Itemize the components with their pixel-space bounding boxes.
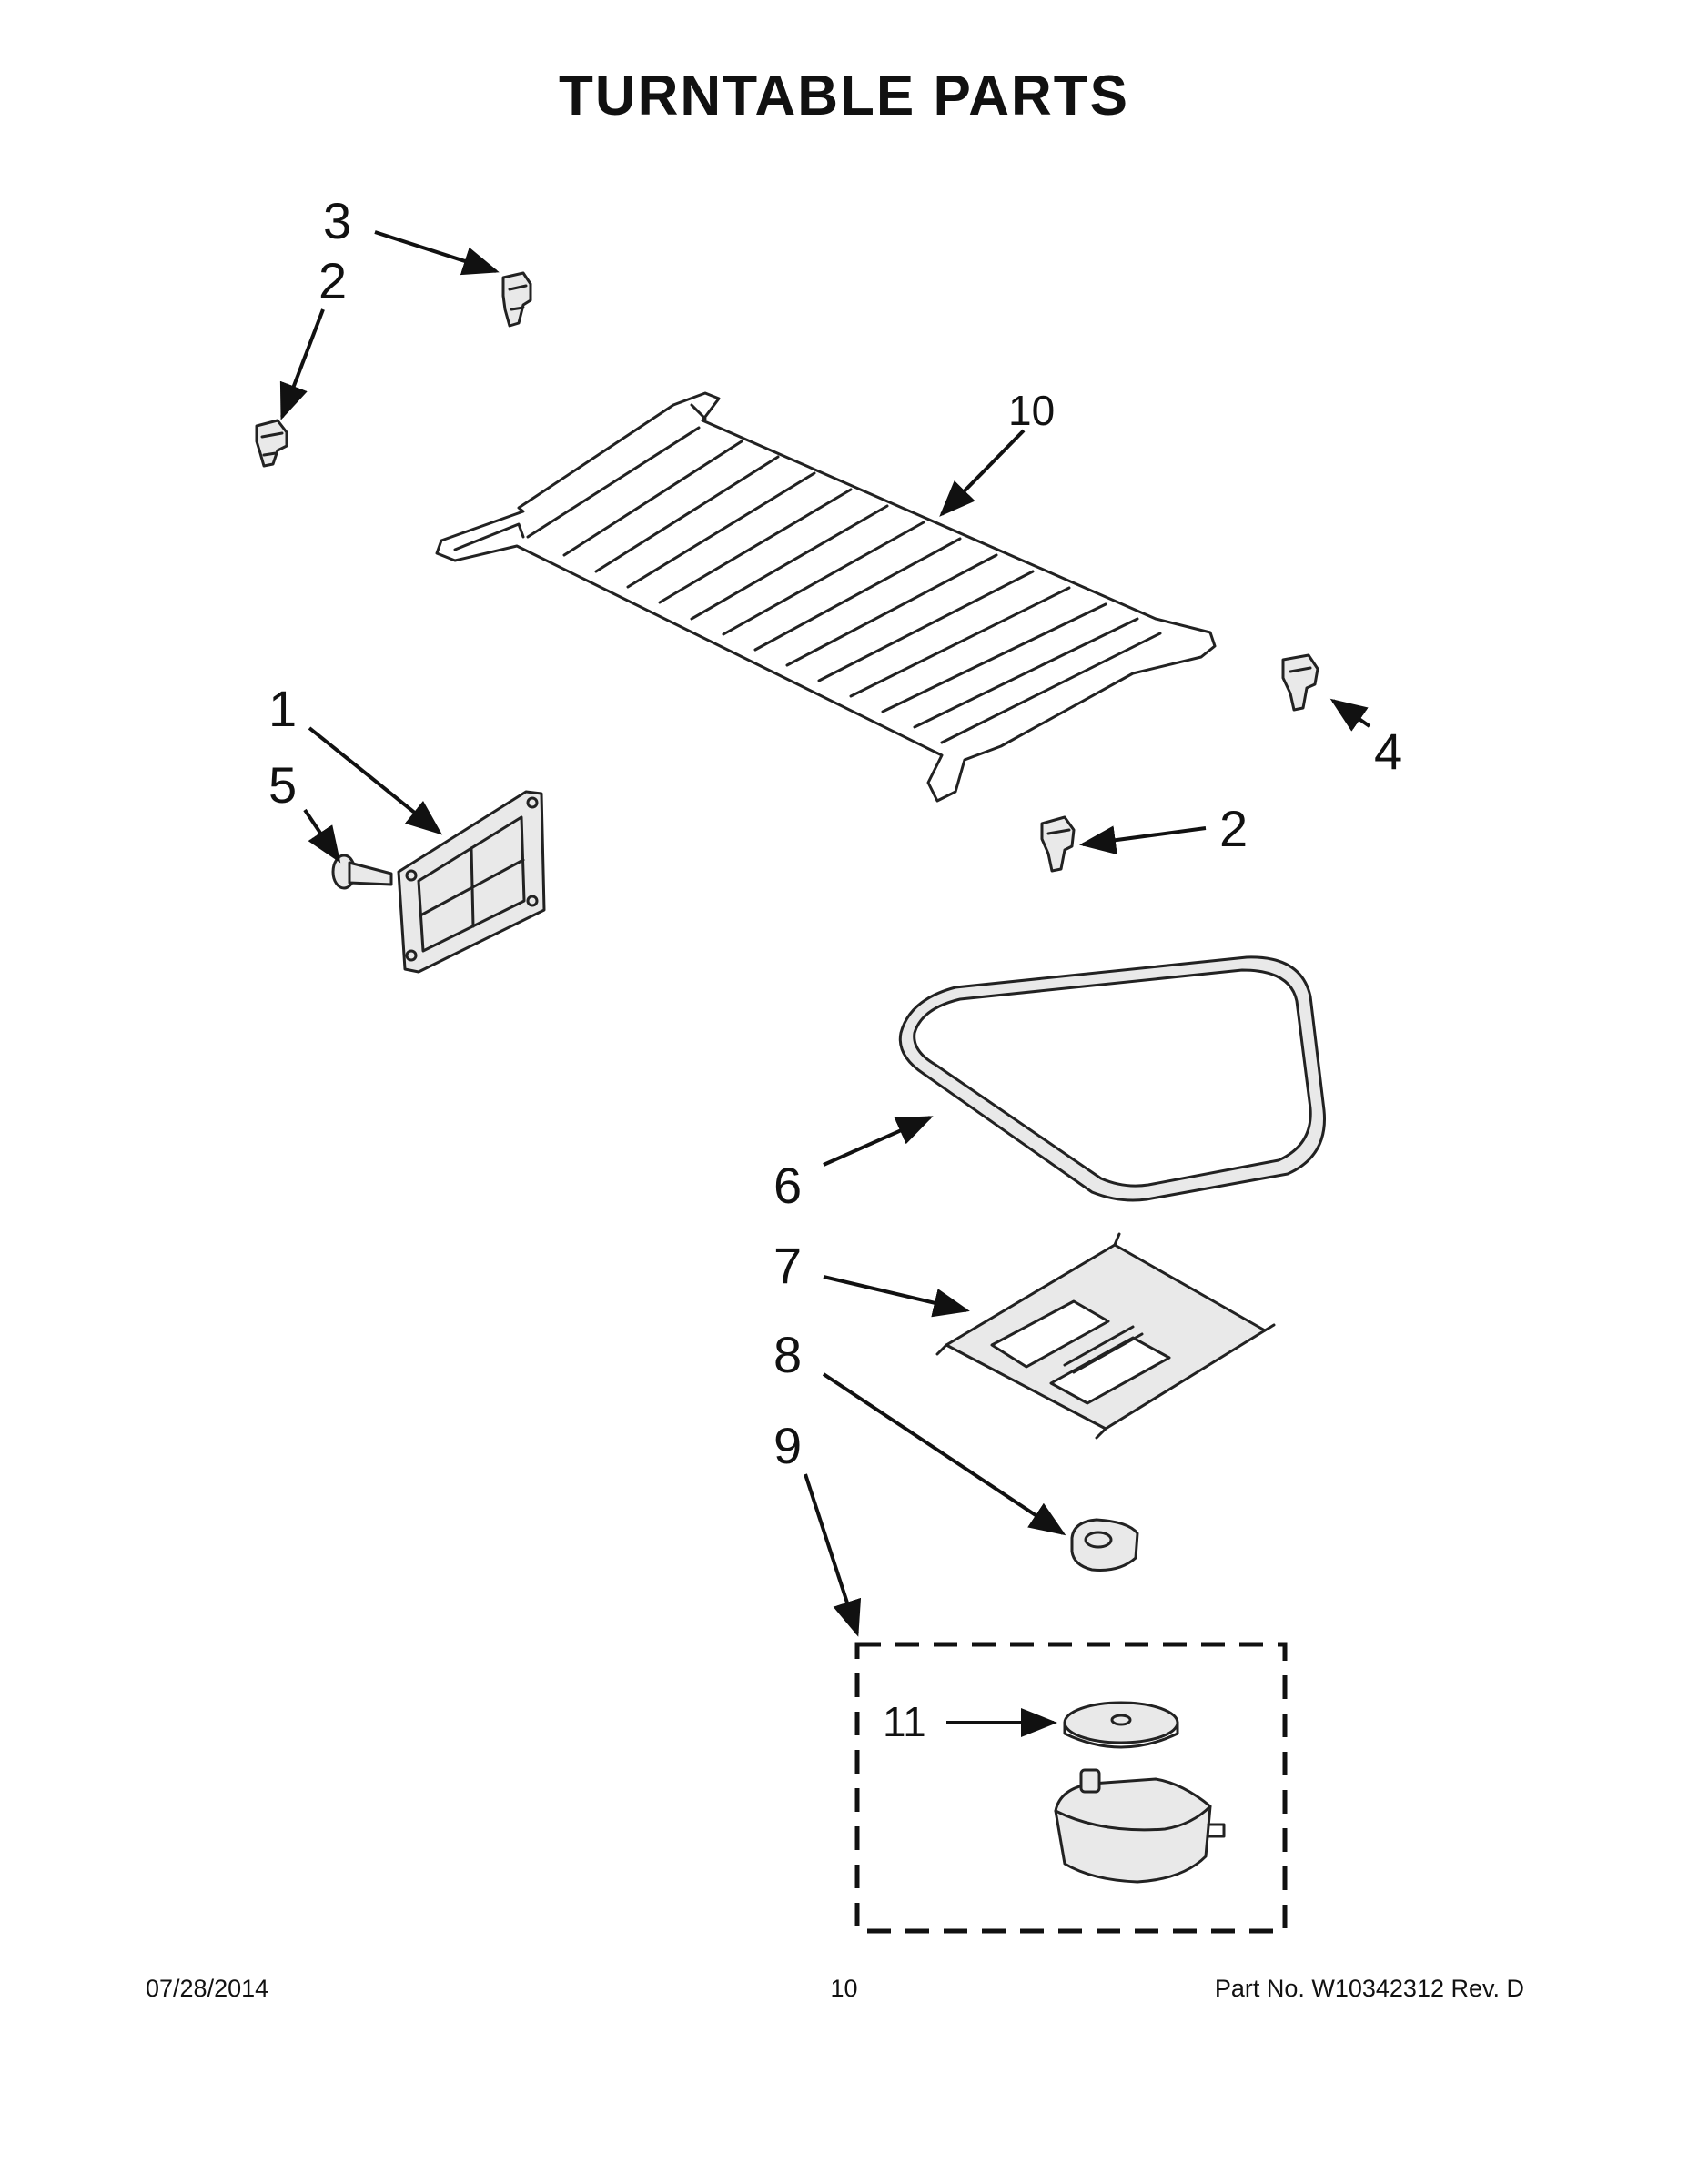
footer-date: 07/28/2014 (146, 1975, 269, 2002)
turntable-tray-part-6 (898, 956, 1326, 1202)
clip-part-3 (501, 271, 532, 328)
oven-rack-part-10 (435, 391, 1217, 803)
coupler-part-8 (1070, 1518, 1139, 1572)
callout-9: 9 (773, 1417, 802, 1474)
motor-coupler-part-11 (1063, 1701, 1179, 1749)
callout-8: 8 (773, 1326, 802, 1383)
callout-5: 5 (268, 756, 297, 814)
clip-part-2-lower (1040, 815, 1076, 873)
callout-3: 3 (323, 192, 351, 249)
turntable-support-part-7 (935, 1232, 1276, 1440)
callout-11: 11 (883, 1698, 926, 1745)
callout-10: 10 (1008, 387, 1055, 434)
callout-2-upper: 2 (318, 252, 347, 309)
rack-wires (526, 426, 1162, 744)
vent-grille-part-1 (397, 790, 546, 974)
screw-part-5 (331, 854, 393, 890)
motor-kit-box-part-9 (854, 1642, 1288, 1934)
callout-6: 6 (773, 1157, 802, 1214)
clip-part-2-upper (255, 419, 288, 468)
callout-1: 1 (268, 680, 297, 737)
footer-part-number: Part No. W10342312 Rev. D (1214, 1975, 1524, 2002)
leader-lines (279, 230, 1371, 1737)
turntable-motor (1054, 1768, 1226, 1884)
page-title: TURNTABLE PARTS (559, 65, 1129, 127)
callout-4: 4 (1374, 723, 1402, 780)
callout-7: 7 (773, 1237, 802, 1294)
callout-2-lower: 2 (1219, 800, 1248, 857)
clip-part-4 (1281, 653, 1319, 712)
footer-page-number: 10 (830, 1975, 858, 2002)
